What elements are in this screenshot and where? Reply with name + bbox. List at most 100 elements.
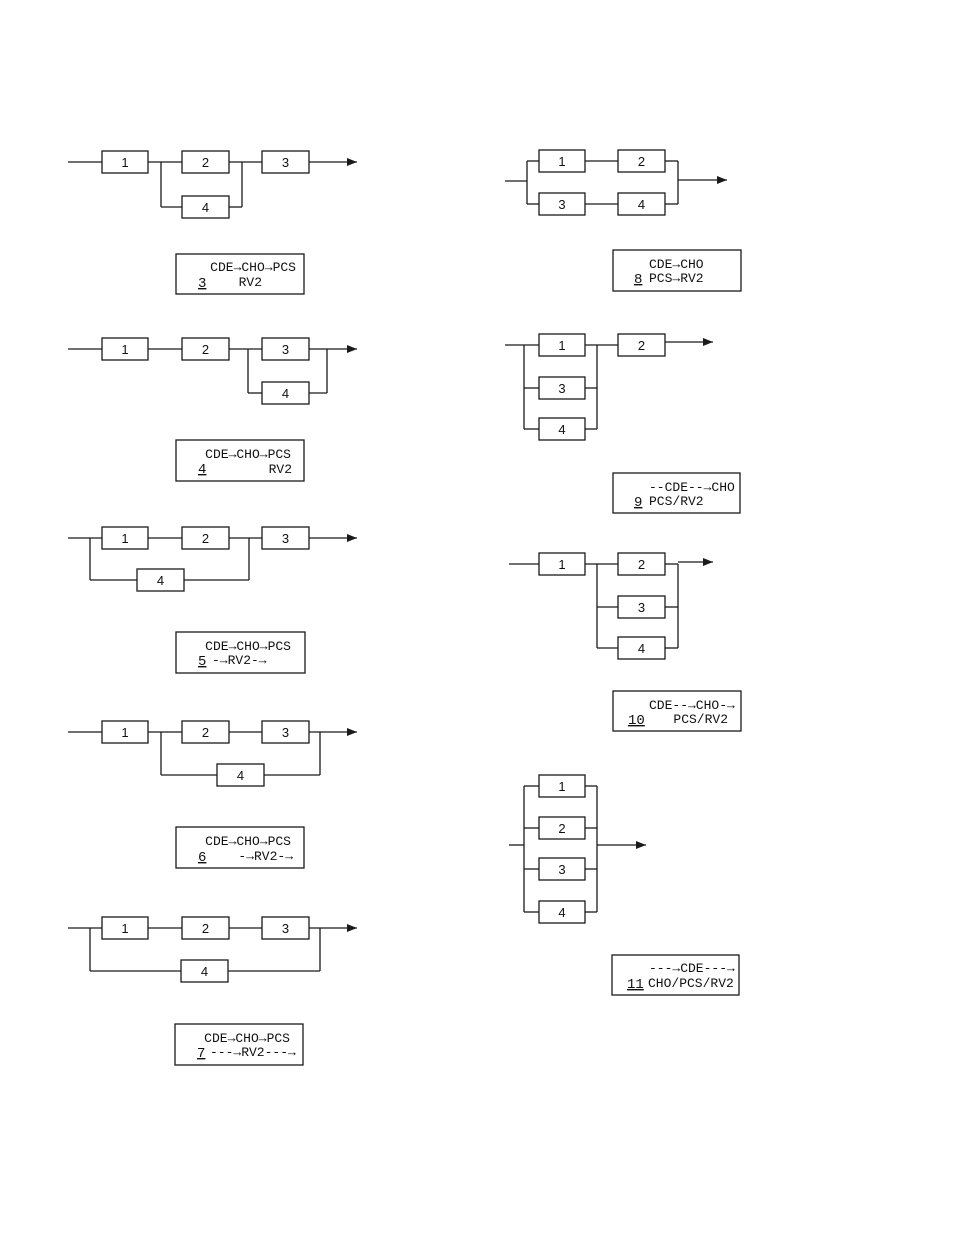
configuration-number: 7	[197, 1046, 205, 1062]
configuration-number: 11	[627, 977, 644, 993]
block-1: 1	[539, 775, 585, 797]
display-line-2: -→RV2-→	[238, 849, 293, 864]
block-3: 3	[539, 858, 585, 880]
block-2: 2	[618, 150, 665, 172]
diagram-7: 1 2 3 4 CDE→CHO→PCS 7 ---→RV2---→	[68, 917, 357, 1065]
diagram-11-wires	[509, 786, 646, 912]
block-label: 1	[121, 155, 128, 170]
diagram-4: 1 2 3 4 CDE→CHO→PCS 4 RV2	[68, 338, 357, 481]
display-line-2: RV2	[239, 275, 262, 290]
display-panel-3: CDE→CHO→PCS 3 RV2	[176, 254, 304, 294]
block-2: 2	[618, 553, 665, 575]
block-2: 2	[182, 917, 229, 939]
block-label: 2	[638, 338, 645, 353]
block-2: 2	[182, 721, 229, 743]
block-label: 4	[282, 386, 289, 401]
block-label: 1	[558, 779, 565, 794]
block-3: 3	[539, 377, 585, 399]
block-label: 4	[157, 573, 164, 588]
diagram-3: 1 2 4 3 CDE→CHO→PCS 3 RV2	[68, 151, 357, 294]
block-label: 2	[638, 154, 645, 169]
block-label: 1	[558, 154, 565, 169]
block-label: 3	[282, 342, 289, 357]
block-3: 3	[618, 596, 665, 618]
display-line-2: ---→RV2---→	[210, 1045, 296, 1060]
block-label: 3	[282, 531, 289, 546]
block-label: 1	[121, 725, 128, 740]
block-label: 3	[558, 381, 565, 396]
display-panel-7: CDE→CHO→PCS 7 ---→RV2---→	[175, 1024, 303, 1065]
block-4: 4	[181, 960, 228, 982]
display-panel-5: CDE→CHO→PCS 5 -→RV2-→	[176, 632, 305, 673]
diagram-10: 1 2 3 4 CDE--→CHO-→ 10 PCS/RV2	[509, 553, 741, 731]
block-label: 2	[202, 342, 209, 357]
block-label: 2	[202, 155, 209, 170]
block-2: 2	[182, 527, 229, 549]
display-panel-10: CDE--→CHO-→ 10 PCS/RV2	[613, 691, 741, 731]
diagram-11: 1 2 3 4 ---→CDE---→ 11 CHO/PCS/RV2	[509, 775, 739, 995]
display-line-1: CDE→CHO→PCS	[205, 639, 291, 654]
block-label: 3	[558, 197, 565, 212]
block-label: 4	[638, 641, 645, 656]
block-label: 4	[558, 422, 565, 437]
block-label: 4	[202, 200, 209, 215]
display-panel-8: CDE→CHO 8 PCS→RV2	[613, 250, 741, 291]
block-2: 2	[618, 334, 665, 356]
block-3: 3	[262, 338, 309, 360]
display-line-2: CHO/PCS/RV2	[648, 976, 734, 991]
block-label: 4	[201, 964, 208, 979]
block-label: 3	[282, 725, 289, 740]
block-1: 1	[102, 721, 148, 743]
block-2: 2	[182, 151, 229, 173]
block-label: 2	[638, 557, 645, 572]
display-line-2: PCS→RV2	[649, 271, 704, 286]
block-label: 4	[237, 768, 244, 783]
display-line-2: PCS/RV2	[673, 712, 728, 727]
configuration-number: 10	[628, 713, 645, 729]
block-label: 4	[638, 197, 645, 212]
block-label: 1	[558, 338, 565, 353]
block-4: 4	[539, 901, 585, 923]
block-1: 1	[539, 334, 585, 356]
block-1: 1	[102, 338, 148, 360]
block-label: 3	[282, 155, 289, 170]
block-3: 3	[262, 721, 309, 743]
block-2: 2	[182, 338, 229, 360]
configuration-number: 4	[198, 462, 206, 478]
block-label: 2	[202, 921, 209, 936]
configuration-number: 8	[634, 272, 642, 288]
block-1: 1	[102, 917, 148, 939]
display-line-1: CDE--→CHO-→	[649, 698, 735, 713]
block-4: 4	[137, 569, 184, 591]
block-label: 1	[121, 531, 128, 546]
display-line-2: RV2	[269, 462, 292, 477]
configuration-number: 3	[198, 276, 206, 292]
display-line-1: CDE→CHO→PCS	[205, 834, 291, 849]
block-4: 4	[262, 382, 309, 404]
display-line-1: CDE→CHO→PCS	[210, 260, 296, 275]
block-1: 1	[102, 151, 148, 173]
display-panel-11: ---→CDE---→ 11 CHO/PCS/RV2	[612, 955, 739, 995]
display-line-1: CDE→CHO→PCS	[205, 447, 291, 462]
diagram-9-wires	[505, 342, 713, 429]
block-4: 4	[618, 193, 665, 215]
block-3: 3	[262, 917, 309, 939]
display-panel-4: CDE→CHO→PCS 4 RV2	[176, 440, 304, 481]
block-4: 4	[539, 418, 585, 440]
block-4: 4	[182, 196, 229, 218]
block-3: 3	[262, 527, 309, 549]
block-1: 1	[102, 527, 148, 549]
configuration-number: 6	[198, 850, 206, 866]
block-label: 3	[638, 600, 645, 615]
block-4: 4	[217, 764, 264, 786]
block-3: 3	[539, 193, 585, 215]
display-line-2: PCS/RV2	[649, 494, 704, 509]
diagram-8-wires	[505, 161, 727, 204]
display-line-2: -→RV2-→	[212, 653, 267, 668]
diagram-8: 1 2 3 4 CDE→CHO 8 PCS→RV2	[505, 150, 741, 291]
block-label: 1	[121, 342, 128, 357]
block-4: 4	[618, 637, 665, 659]
diagram-6: 1 2 3 4 CDE→CHO→PCS 6 -→RV2-→	[68, 721, 357, 868]
display-line-1: CDE→CHO→PCS	[204, 1031, 290, 1046]
